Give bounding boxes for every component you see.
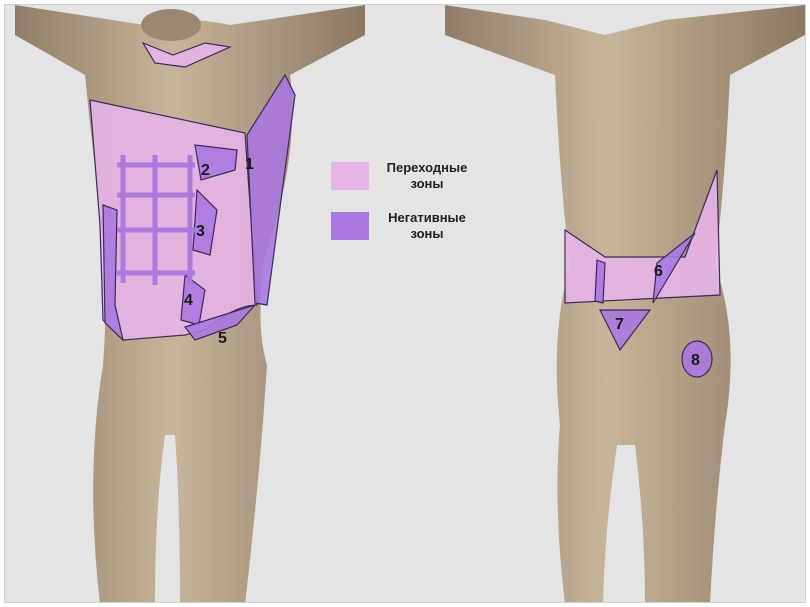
back-silhouette xyxy=(445,5,805,603)
diagram-canvas: 1 2 3 4 5 6 7 8 Переходные зоны Негативн… xyxy=(4,4,806,603)
zone-label-2: 2 xyxy=(201,162,210,179)
front-neck xyxy=(141,9,201,41)
anatomy-illustration: 1 2 3 4 5 6 7 8 xyxy=(5,5,806,603)
back-left-lumbar-zone xyxy=(595,260,605,303)
zone-label-3: 3 xyxy=(196,223,205,240)
legend-negative-label: Негативные зоны xyxy=(375,210,479,242)
transitional-swatch xyxy=(331,162,369,190)
legend-negative: Негативные зоны xyxy=(331,210,479,242)
zone-label-1: 1 xyxy=(245,156,254,173)
zone-label-7: 7 xyxy=(615,316,624,333)
legend-transitional-label: Переходные зоны xyxy=(375,160,479,192)
zone-label-4: 4 xyxy=(184,292,193,309)
negative-swatch xyxy=(331,212,369,240)
back-body xyxy=(445,5,805,603)
legend-transitional: Переходные зоны xyxy=(331,160,479,192)
zone-label-5: 5 xyxy=(218,330,227,347)
zone-label-8: 8 xyxy=(691,352,700,369)
zone-label-6: 6 xyxy=(654,263,663,280)
